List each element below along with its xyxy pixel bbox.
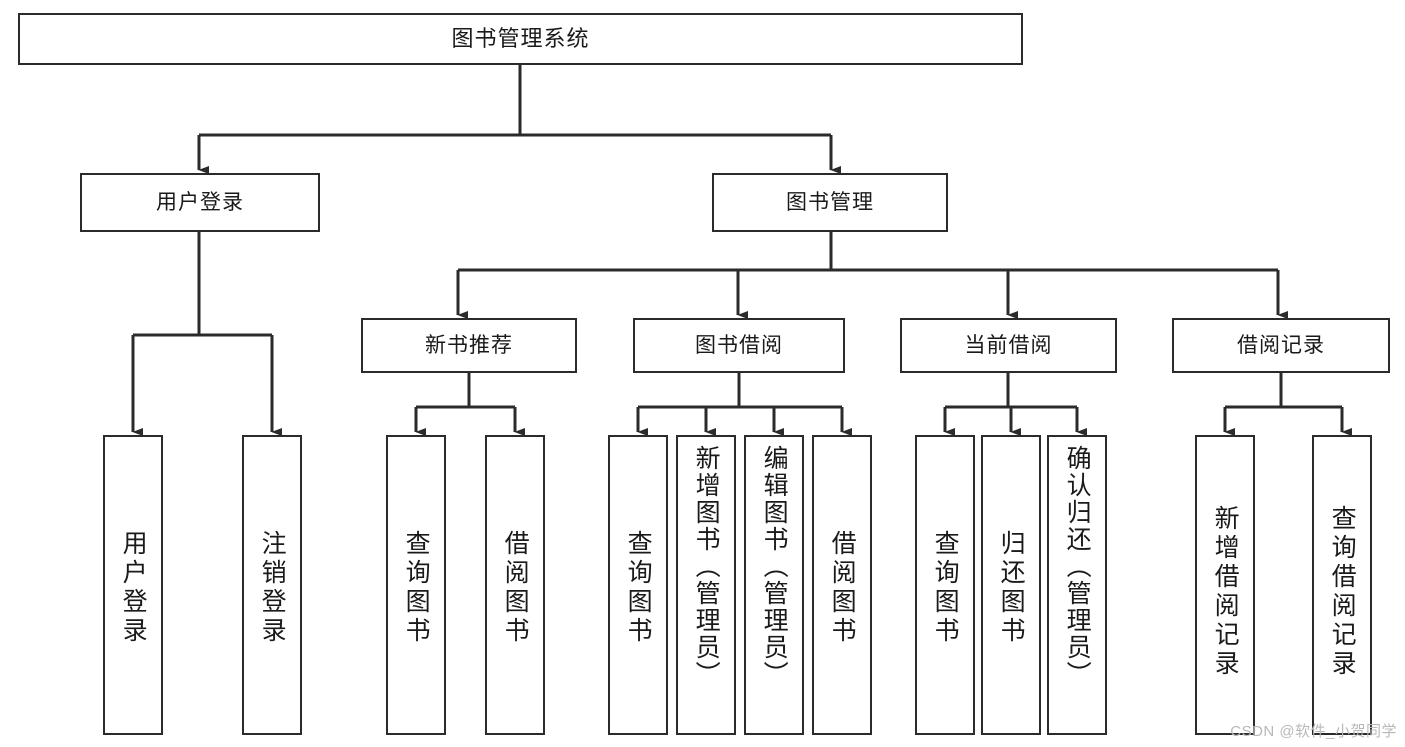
leaf-add-book-admin[interactable]: 新增图书（管理员） xyxy=(676,435,736,735)
leaf-query-book-1-label: 查询图书 xyxy=(402,530,431,646)
node-book-management-label: 图书管理 xyxy=(786,190,874,214)
leaf-edit-book-admin-label: 编辑图书（管理员） xyxy=(760,445,789,688)
node-root-label: 图书管理系统 xyxy=(451,25,590,51)
node-new-book-recommend[interactable]: 新书推荐 xyxy=(361,318,577,373)
node-borrow-record[interactable]: 借阅记录 xyxy=(1172,318,1390,373)
leaf-user-login-label: 用户登录 xyxy=(119,530,148,646)
leaf-confirm-return-admin-label: 确认归还（管理员） xyxy=(1063,445,1092,688)
leaf-borrow-book-1[interactable]: 借阅图书 xyxy=(485,435,545,735)
leaf-add-book-admin-label: 新增图书（管理员） xyxy=(692,445,721,688)
leaf-confirm-return-admin[interactable]: 确认归还（管理员） xyxy=(1047,435,1107,735)
leaf-borrow-book-2[interactable]: 借阅图书 xyxy=(812,435,872,735)
leaf-query-book-2[interactable]: 查询图书 xyxy=(608,435,668,735)
leaf-logout-label: 注销登录 xyxy=(258,530,287,646)
leaf-add-borrow-record[interactable]: 新增借阅记录 xyxy=(1195,435,1255,735)
leaf-query-book-3[interactable]: 查询图书 xyxy=(915,435,975,735)
node-user-login[interactable]: 用户登录 xyxy=(80,173,320,232)
leaf-query-book-1[interactable]: 查询图书 xyxy=(386,435,446,735)
leaf-logout[interactable]: 注销登录 xyxy=(242,435,302,735)
node-borrow-record-label: 借阅记录 xyxy=(1237,333,1325,357)
node-current-borrow-label: 当前借阅 xyxy=(964,333,1053,357)
node-book-borrow-label: 图书借阅 xyxy=(695,333,783,357)
leaf-query-book-3-label: 查询图书 xyxy=(931,530,960,646)
leaf-return-book-label: 归还图书 xyxy=(997,530,1026,646)
node-current-borrow[interactable]: 当前借阅 xyxy=(900,318,1117,373)
csdn-watermark: CSDN @软件_小贺同学 xyxy=(1230,723,1397,740)
leaf-query-borrow-record[interactable]: 查询借阅记录 xyxy=(1312,435,1372,735)
leaf-add-borrow-record-label: 新增借阅记录 xyxy=(1211,505,1240,679)
leaf-return-book[interactable]: 归还图书 xyxy=(981,435,1041,735)
leaf-borrow-book-2-label: 借阅图书 xyxy=(828,530,857,646)
leaf-edit-book-admin[interactable]: 编辑图书（管理员） xyxy=(744,435,804,735)
node-new-book-recommend-label: 新书推荐 xyxy=(425,333,513,357)
leaf-borrow-book-1-label: 借阅图书 xyxy=(501,530,530,646)
leaf-user-login[interactable]: 用户登录 xyxy=(103,435,163,735)
node-book-management[interactable]: 图书管理 xyxy=(712,173,948,232)
leaf-query-book-2-label: 查询图书 xyxy=(624,530,653,646)
node-book-borrow[interactable]: 图书借阅 xyxy=(633,318,845,373)
node-user-login-label: 用户登录 xyxy=(156,190,244,214)
leaf-query-borrow-record-label: 查询借阅记录 xyxy=(1328,505,1357,679)
node-root-system[interactable]: 图书管理系统 xyxy=(18,13,1023,65)
